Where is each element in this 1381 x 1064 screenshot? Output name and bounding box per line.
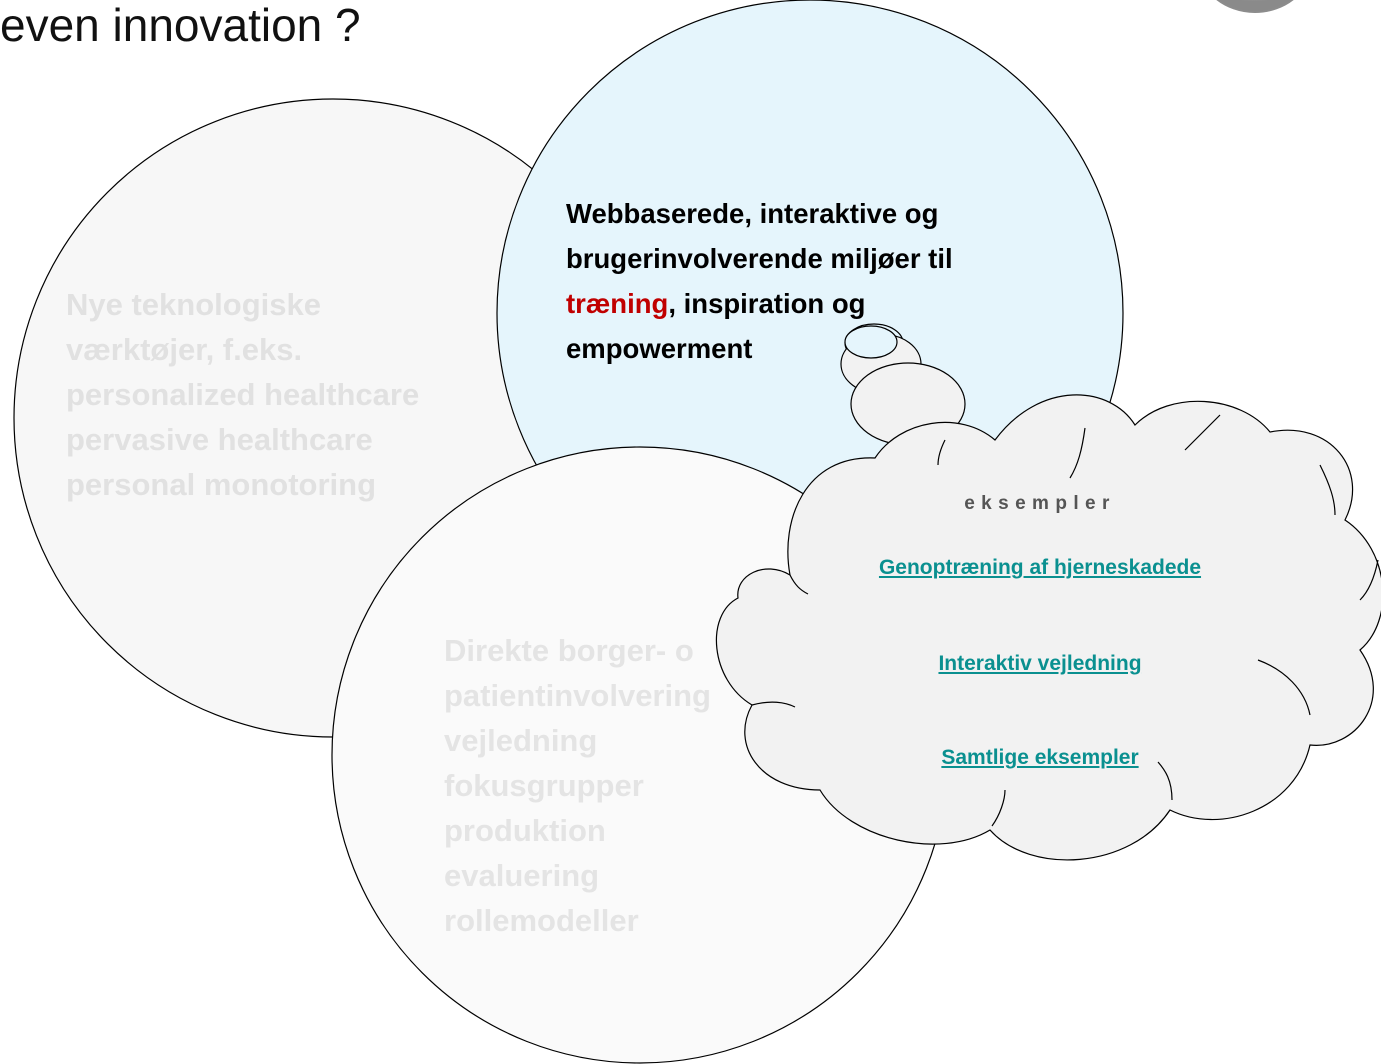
left-circle-text: Nye teknologiske værktøjer, f.eks. perso… (66, 282, 419, 507)
bottom-line: Direkte borger- o (444, 633, 694, 668)
center-line-4: empowerment (566, 333, 753, 364)
cloud-bump-line-9 (991, 789, 1006, 827)
bottom-line: evaluering (444, 858, 600, 893)
bottom-line: vejledning (444, 723, 598, 758)
cloud-bump-line-4 (1184, 414, 1221, 451)
left-line: pervasive healthcare (66, 422, 373, 457)
left-line: personal monotoring (66, 467, 376, 502)
cloud-heading: eksempler (964, 493, 1116, 514)
left-line: personalized healthcare (66, 377, 420, 412)
cloud-bump-line-3 (1069, 427, 1086, 479)
highlight-word: træning (566, 288, 669, 319)
bottom-circle-text: Direkte borger- o patientinvolvering vej… (444, 628, 711, 943)
bottom-line: rollemodeller (444, 903, 639, 938)
left-line: Nye teknologiske (66, 287, 321, 322)
left-line: værktøjer, f.eks. (66, 332, 303, 367)
thought-bubble-top (844, 325, 898, 359)
link-genoptraening[interactable]: Genoptræning af hjerneskadede (878, 556, 1202, 579)
link-samtlige-eksempler[interactable]: Samtlige eksempler (941, 746, 1139, 769)
center-line-2: brugerinvolverende miljøer til (566, 243, 953, 274)
corner-logo-image (1216, 0, 1294, 13)
center-circle-text: Webbaserede, interaktive og brugerinvolv… (566, 191, 953, 371)
cloud-bump-line-1 (789, 574, 809, 595)
center-line-3: træning, inspiration og (566, 281, 953, 326)
link-interaktiv-vejledning[interactable]: Interaktiv vejledning (938, 652, 1142, 675)
cloud-bump-line-10 (751, 701, 796, 708)
examples-cloud (715, 394, 1381, 861)
cloud-bump-line-7 (1257, 659, 1311, 716)
bottom-line: patientinvolvering (444, 678, 711, 713)
slide-title: even innovation ? (0, 0, 361, 51)
bottom-line: fokusgrupper (444, 768, 644, 803)
cloud-bump-line-5 (1319, 464, 1336, 516)
bottom-line: produktion (444, 813, 606, 848)
cloud-bump-line-6 (1359, 559, 1379, 601)
cloud-bump-line-2 (937, 439, 946, 466)
center-line-1: Webbaserede, interaktive og (566, 198, 939, 229)
center-line-3-rest: , inspiration og (668, 288, 866, 319)
cloud-bump-line-8 (1157, 761, 1173, 801)
